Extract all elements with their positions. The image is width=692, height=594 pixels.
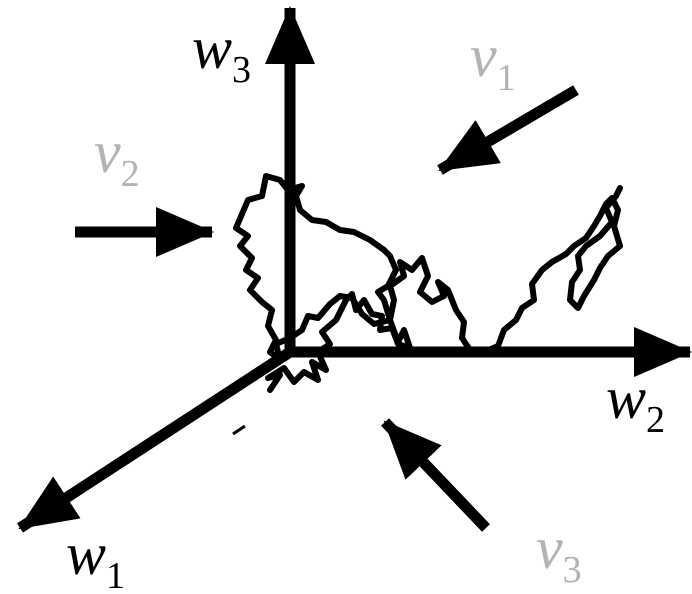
label-v3: v3 — [536, 515, 582, 591]
label-w2: w2 — [606, 365, 665, 441]
arrow-v3 — [381, 418, 490, 532]
random-walk-path — [233, 173, 623, 393]
label-v2: v2 — [94, 119, 140, 195]
label-w3: w3 — [192, 15, 251, 91]
arrow-v1 — [437, 85, 579, 175]
label-w1: w1 — [66, 521, 125, 594]
stray-mark — [232, 424, 246, 436]
label-v1: v1 — [470, 23, 516, 99]
axis-w1 — [16, 347, 294, 533]
